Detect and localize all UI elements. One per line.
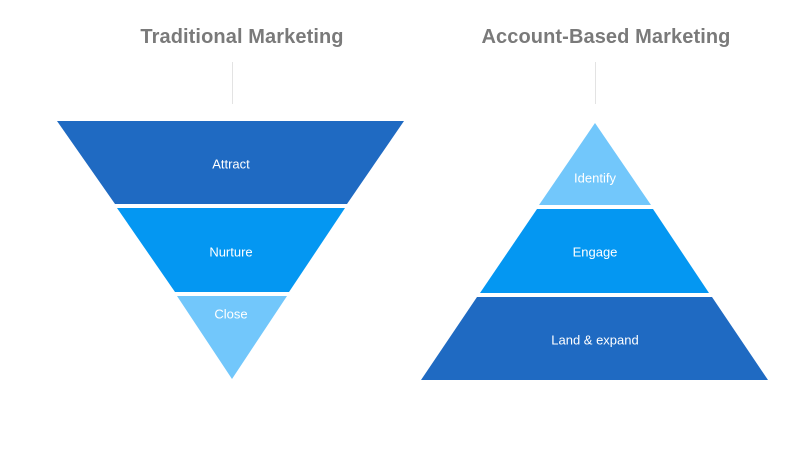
traditional-marketing-title: Traditional Marketing — [140, 26, 344, 48]
pyramid-land-expand-label: Land & expand — [551, 332, 638, 347]
funnel-attract-label: Attract — [212, 156, 250, 171]
funnel-close-segment — [177, 296, 287, 379]
funnel-nurture-label: Nurture — [209, 244, 252, 259]
abm-pyramid: Identify Engage Land & expand — [421, 123, 768, 380]
pyramid-identify-label: Identify — [574, 170, 616, 185]
pyramid-engage-segment — [480, 209, 709, 293]
funnel-nurture-segment — [117, 208, 345, 292]
abm-title: Account-Based Marketing — [481, 26, 731, 48]
pyramid-identify-segment — [539, 123, 651, 205]
funnel-attract-segment — [57, 121, 404, 204]
funnel-close-label: Close — [214, 306, 247, 321]
pyramid-engage-label: Engage — [573, 244, 618, 259]
traditional-funnel: Attract Nurture Close — [57, 121, 404, 379]
abm-connector-line — [595, 62, 596, 104]
traditional-connector-line — [232, 62, 233, 104]
pyramid-land-expand-segment — [421, 297, 768, 380]
